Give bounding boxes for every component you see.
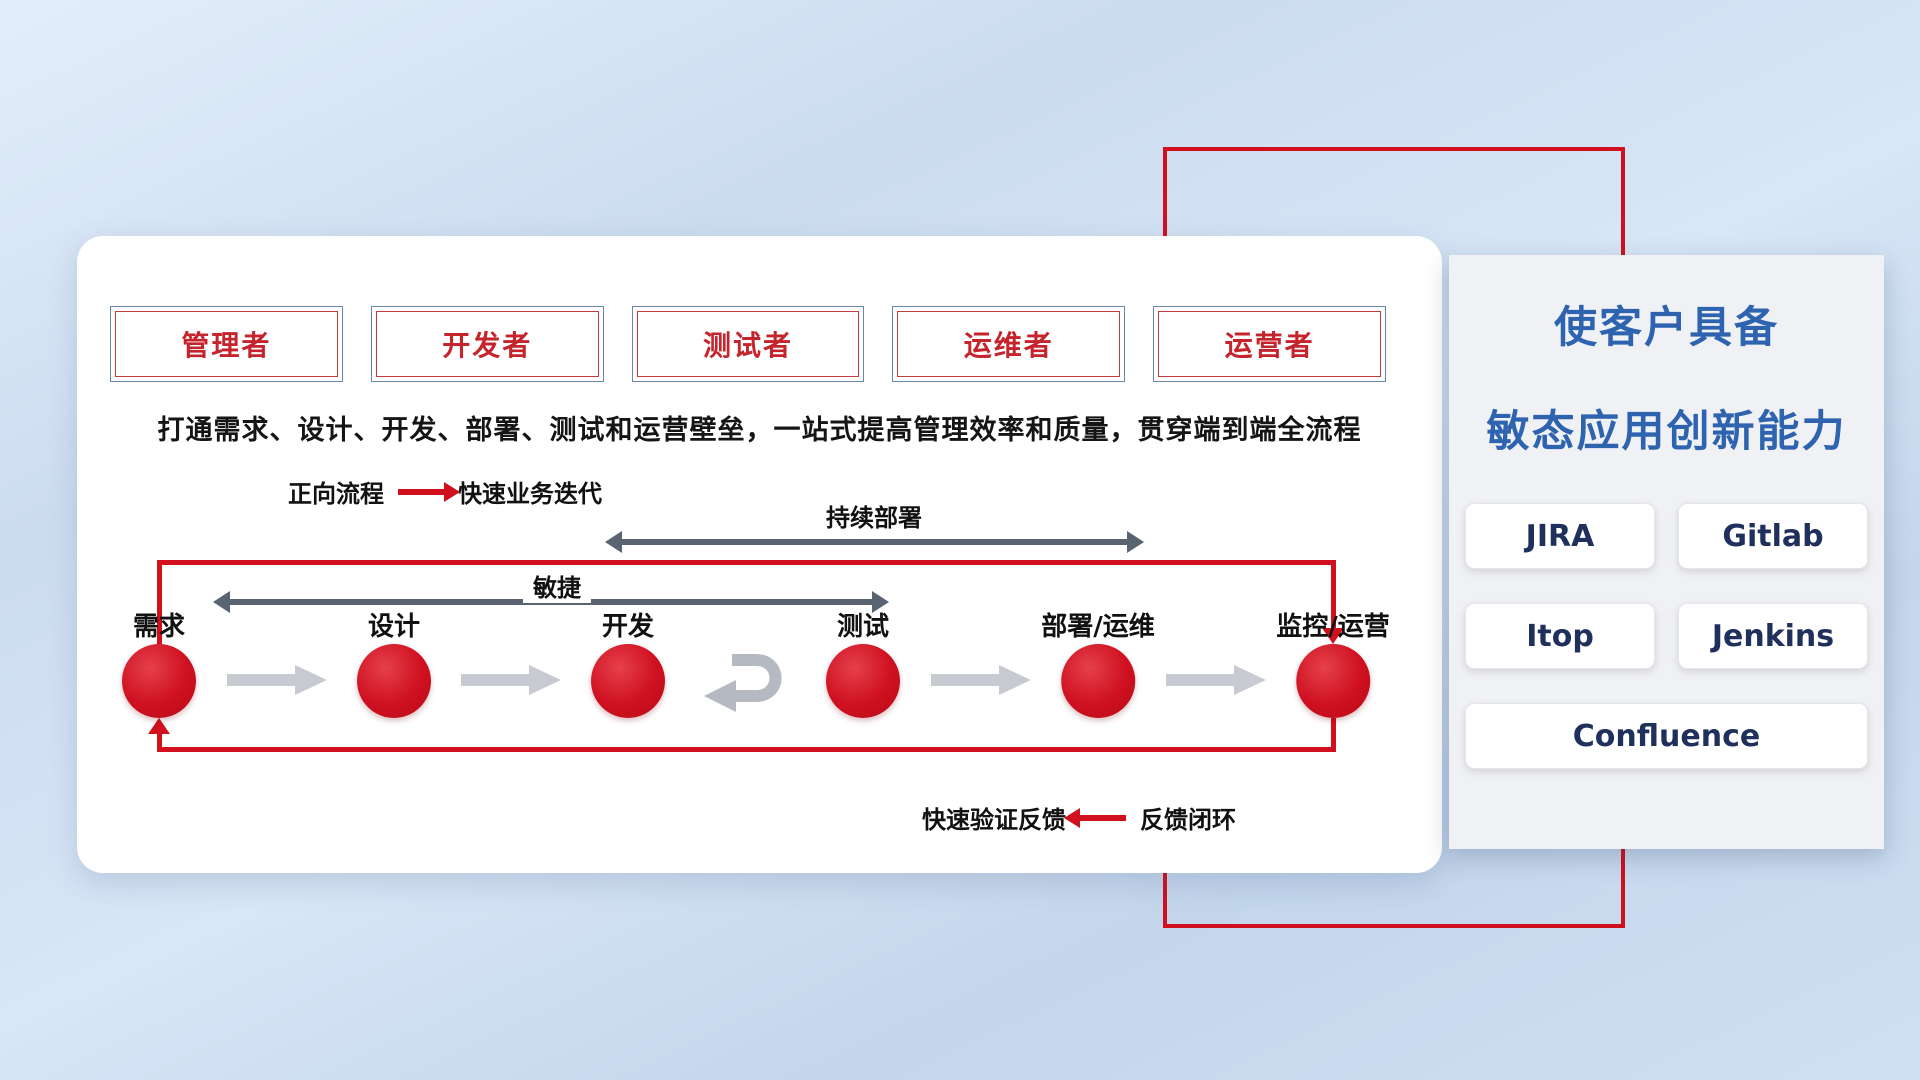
feedback-arrow-icon [1080, 814, 1126, 821]
tool-button-itop: Itop [1465, 603, 1655, 669]
forward-loop-top-line [157, 560, 1336, 565]
stage-node-icon [591, 644, 665, 718]
stage-node-icon [122, 644, 196, 718]
tool-row: JIRA Gitlab [1465, 503, 1868, 569]
devops-flow-card: 管理者 开发者 测试者 运维者 运营者 打通需求、设计、开发、部署、测试和运营壁… [77, 236, 1442, 873]
stage-label: 测试 [836, 612, 889, 642]
flow-arrow-icon [931, 665, 1031, 695]
role-box-developer: 开发者 [370, 306, 604, 382]
role-box-row: 管理者 开发者 测试者 运维者 运营者 [110, 306, 1386, 382]
role-box-manager: 管理者 [110, 306, 343, 382]
tool-row: Itop Jenkins [1465, 603, 1868, 669]
continuous-deploy-label: 持续部署 [816, 498, 932, 533]
tool-button-gitlab: Gitlab [1678, 503, 1868, 569]
feedback-loop-arrowhead-icon [148, 718, 170, 734]
feedback-loop-left-line [157, 732, 162, 752]
agile-label: 敏捷 [523, 568, 591, 603]
flow-arrow-icon [461, 665, 561, 695]
forward-legend-desc: 快速业务迭代 [458, 480, 602, 508]
stage-testing: 测试 [826, 612, 900, 718]
role-box-tester: 测试者 [631, 306, 865, 382]
forward-loop-arrowhead-icon [1322, 628, 1344, 644]
feedback-legend-desc: 快速验证反馈 [922, 806, 1066, 834]
feedback-loop-right-line [1331, 718, 1336, 752]
forward-legend-label: 正向流程 [288, 480, 384, 508]
stage-node-icon [1061, 644, 1135, 718]
feedback-legend-label: 反馈闭环 [1140, 806, 1236, 834]
stage-node-icon [826, 644, 900, 718]
tool-row: Confluence [1465, 703, 1868, 769]
tool-button-jenkins: Jenkins [1678, 603, 1868, 669]
stage-node-icon [357, 644, 431, 718]
panel-title: 使客户具备 敏态应用创新能力 [1449, 255, 1884, 459]
stage-node-icon [1296, 644, 1370, 718]
loopback-arrow-icon [704, 654, 782, 712]
stage-requirements: 需求 [122, 612, 196, 718]
panel-title-line2: 敏态应用创新能力 [1486, 407, 1847, 457]
role-label: 测试者 [636, 311, 860, 377]
forward-loop-left-line [157, 560, 162, 644]
headline-text: 打通需求、设计、开发、部署、测试和运营壁垒，一站式提高管理效率和质量，贯穿端到端… [157, 415, 1362, 446]
flow-arrow-icon [227, 665, 327, 695]
stage-design: 设计 [357, 612, 431, 718]
stage-label: 监控/运营 [1276, 612, 1390, 642]
feedback-legend: 快速验证反馈 反馈闭环 [922, 800, 1236, 835]
stage-monitor-operate: 监控/运营 [1276, 612, 1390, 718]
flow-arrow-icon [1166, 665, 1266, 695]
forward-loop-right-line [1331, 560, 1336, 630]
role-label: 开发者 [375, 311, 599, 377]
role-label: 管理者 [115, 311, 338, 377]
capability-panel: 使客户具备 敏态应用创新能力 JIRA Gitlab Itop Jenkins … [1449, 255, 1884, 849]
stage-label: 开发 [601, 612, 654, 642]
stage-label: 部署/运维 [1041, 612, 1155, 642]
role-label: 运营者 [1158, 311, 1381, 377]
role-label: 运维者 [897, 311, 1121, 377]
tool-button-group: JIRA Gitlab Itop Jenkins Confluence [1449, 503, 1884, 769]
forward-flow-legend: 正向流程 快速业务迭代 [288, 474, 602, 509]
panel-title-line1: 使客户具备 [1554, 303, 1779, 353]
stage-deploy-ops: 部署/运维 [1041, 612, 1155, 718]
stage-label: 需求 [132, 612, 185, 642]
feedback-loop-bottom-line [157, 747, 1336, 752]
forward-arrow-icon [398, 488, 444, 495]
role-box-ops: 运维者 [892, 306, 1126, 382]
role-box-operator: 运营者 [1153, 306, 1386, 382]
stage-development: 开发 [591, 612, 665, 718]
tool-button-jira: JIRA [1465, 503, 1655, 569]
stage-label: 设计 [367, 612, 420, 642]
tool-button-confluence: Confluence [1465, 703, 1868, 769]
continuous-deploy-arrow-icon [622, 539, 1127, 545]
